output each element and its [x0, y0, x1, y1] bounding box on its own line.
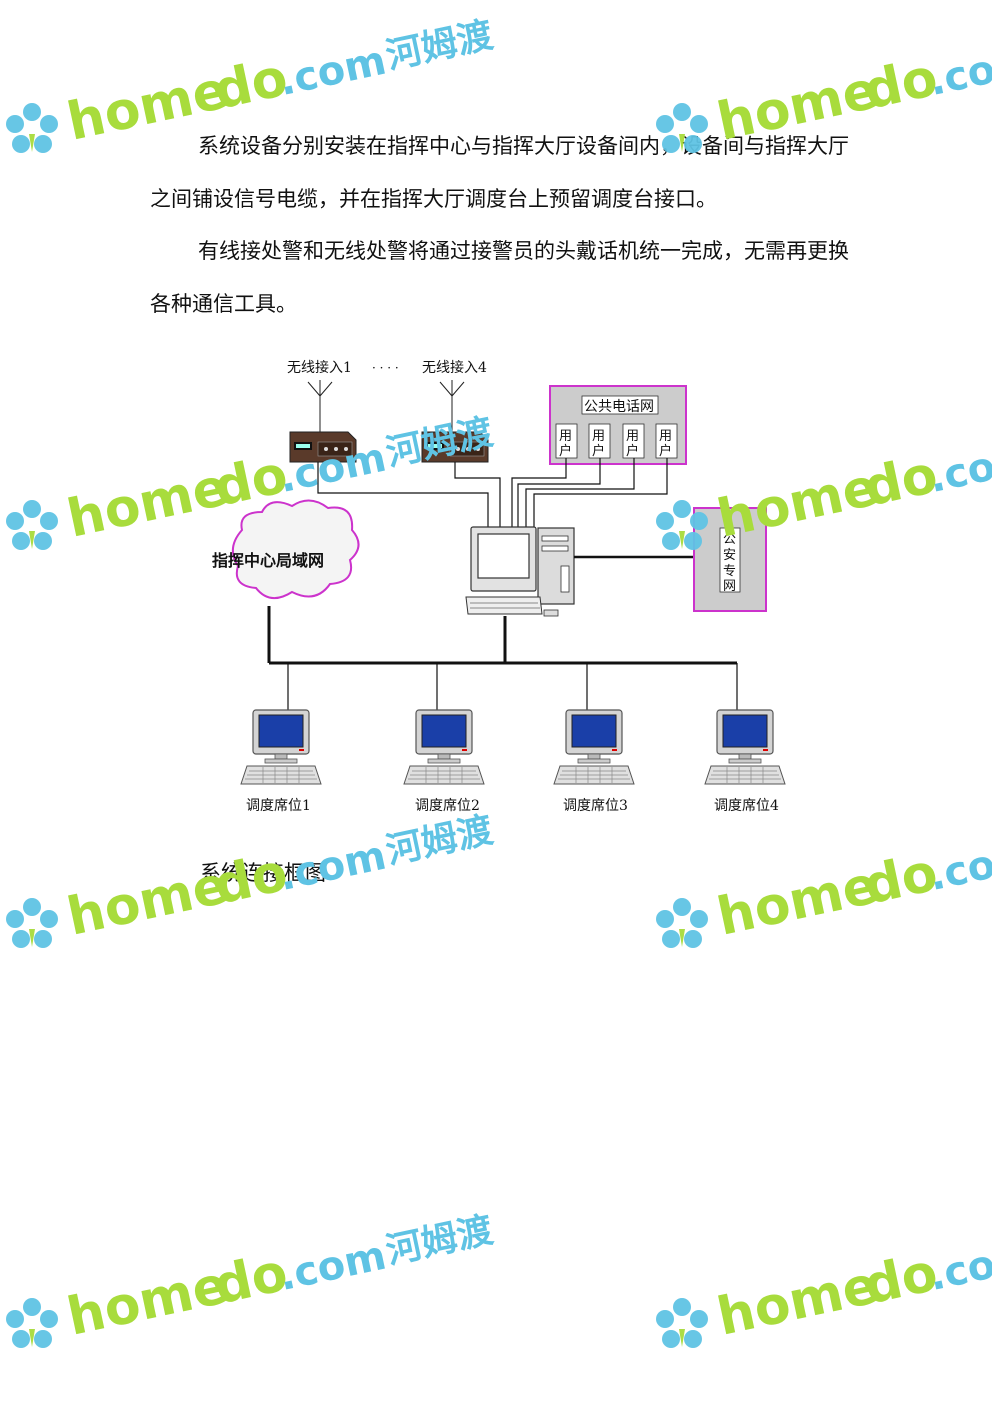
server-computer-icon — [465, 526, 575, 617]
pstn-user-4: 用 — [659, 429, 672, 444]
svg-text:安: 安 — [723, 548, 736, 563]
dispatch-seat-computer-icon-3 — [553, 709, 635, 785]
dispatch-seat-computer-icon-4 — [704, 709, 786, 785]
pstn-user-3: 用 — [626, 429, 639, 444]
svg-text:网: 网 — [723, 579, 736, 594]
wireless-access-4-label: 无线接入4 — [422, 359, 487, 376]
dispatch-seat-computer-icon-1 — [240, 709, 322, 785]
wireless-radio-icon-4 — [421, 379, 489, 463]
svg-text:户: 户 — [592, 443, 605, 459]
wireless-access-1-label: 无线接入1 — [287, 359, 352, 376]
svg-text:公: 公 — [723, 532, 736, 547]
svg-text:户: 户 — [626, 443, 639, 459]
svg-text:户: 户 — [559, 443, 572, 459]
dispatch-seat-label-3: 调度席位3 — [563, 798, 628, 814]
svg-text:专: 专 — [723, 564, 736, 579]
ellipsis-label: · · · · — [372, 361, 399, 375]
svg-text:户: 户 — [659, 443, 672, 459]
pstn-user-2: 用 — [592, 429, 605, 444]
lan-cloud — [231, 499, 360, 599]
dispatch-seat-label-1: 调度席位1 — [246, 798, 311, 814]
lan-cloud-label: 指挥中心局域网 — [212, 551, 324, 570]
dispatch-seat-label-2: 调度席位2 — [415, 798, 480, 814]
wireless-radio-icon-1 — [289, 379, 357, 463]
paragraph-1: 系统设备分别安装在指挥中心与指挥大厅设备间内，设备间与指挥大厅之间铺设信号电缆，… — [150, 134, 849, 211]
figure-caption: 系统连接框图 — [200, 861, 326, 885]
dispatch-seat-computer-icon-2 — [403, 709, 485, 785]
dispatch-seat-label-4: 调度席位4 — [714, 798, 779, 814]
paragraph-2: 有线接处警和无线处警将通过接警员的头戴话机统一完成，无需再更换各种通信工具。 — [150, 239, 849, 316]
pstn-title: 公共电话网 — [584, 399, 654, 415]
pstn-user-1: 用 — [559, 429, 572, 444]
